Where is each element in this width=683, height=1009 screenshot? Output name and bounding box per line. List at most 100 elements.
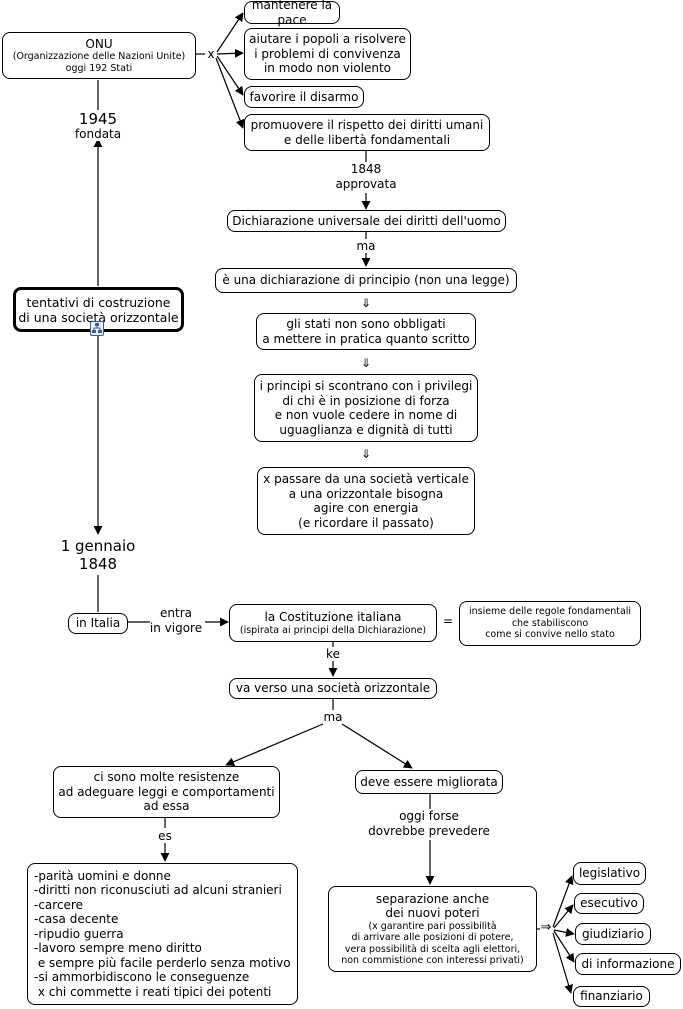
label-x: x bbox=[207, 47, 215, 61]
insieme-line-3: come si convive nello stato bbox=[485, 629, 615, 641]
esecutivo-text: esecutivo bbox=[580, 896, 638, 911]
node-elenco[interactable]: -parità uomini e donne -diritti non rico… bbox=[27, 863, 298, 1005]
label-gennaio-2: 1848 bbox=[78, 555, 118, 573]
privilegi-line-4: uguaglianza e dignità di tutti bbox=[279, 422, 453, 437]
label-approvata: approvata bbox=[335, 177, 397, 191]
node-separazione[interactable]: separazione anche dei nuovi poteri (x ga… bbox=[328, 886, 537, 972]
node-passare[interactable]: x passare da una società verticale a una… bbox=[257, 467, 475, 535]
privilegi-line-3: e non vuole cedere in nome di bbox=[274, 408, 458, 422]
node-va-verso[interactable]: va verso una società orizzontale bbox=[229, 678, 437, 699]
passare-line-1: x passare da una società verticale bbox=[263, 472, 469, 486]
aiutare-line-1: aiutare i popoli a risolvere bbox=[249, 32, 406, 47]
link-giudiziario bbox=[553, 927, 575, 937]
resistenze-line-1: ci sono molte resistenze bbox=[93, 770, 240, 785]
link-x-aiutare bbox=[216, 48, 244, 58]
resistenze-line-3: ad essa bbox=[143, 799, 190, 814]
privilegi-line-2: di chi è in posizione di forza bbox=[282, 393, 450, 408]
giudiziario-text: giudiziario bbox=[581, 926, 645, 941]
separazione-line-1: separazione anche bbox=[375, 891, 490, 906]
node-costituzione[interactable]: la Costituzione italiana (ispirata ai pr… bbox=[229, 604, 437, 642]
node-esecutivo[interactable]: esecutivo bbox=[574, 893, 644, 914]
label-arrow-2: ⇓ bbox=[360, 356, 372, 370]
aiutare-line-2: i problemi di convivenza bbox=[254, 46, 401, 61]
node-aiutare[interactable]: aiutare i popoli a risolvere i problemi … bbox=[244, 28, 411, 80]
elenco-line-9: x chi commette i reati tipici dei potent… bbox=[34, 984, 272, 999]
node-obbligati[interactable]: gli stati non sono obbligati a mettere i… bbox=[256, 313, 476, 350]
link-esecutivo bbox=[553, 904, 574, 929]
node-dichiarazione[interactable]: Dichiarazione universale dei diritti del… bbox=[227, 210, 506, 232]
onu-title: ONU bbox=[85, 36, 113, 51]
privilegi-line-1: i principi si scontrano con i privilegi bbox=[259, 379, 473, 393]
label-1945: 1945 bbox=[78, 110, 118, 128]
separazione-line-2: dei nuovi poteri bbox=[385, 906, 480, 920]
aiutare-line-3: in modo non violento bbox=[263, 61, 392, 76]
label-arrow-1: ⇓ bbox=[360, 296, 372, 310]
costituzione-title: la Costituzione italiana bbox=[264, 610, 402, 624]
node-informazione[interactable]: di informazione bbox=[575, 953, 681, 975]
node-finanziario[interactable]: finanziario bbox=[573, 986, 650, 1007]
passare-line-4: (e ricordare il passato) bbox=[298, 515, 434, 530]
disarmo-text: favorire il disarmo bbox=[249, 89, 359, 104]
insieme-line-2: che stabiliscono bbox=[511, 617, 589, 629]
link-ma-resistenze bbox=[225, 723, 324, 766]
node-disarmo[interactable]: favorire il disarmo bbox=[244, 86, 364, 108]
node-legislativo[interactable]: legislativo bbox=[573, 862, 646, 885]
elenco-line-7: e sempre più facile perderlo senza motiv… bbox=[34, 955, 291, 970]
diritti-line-2: e delle libertà fondamentali bbox=[283, 132, 451, 147]
separazione-sub-1: (x garantire pari possibilità bbox=[368, 920, 497, 932]
elenco-line-3: -carcere bbox=[34, 897, 83, 912]
tentativi-line-2: di una società orizzontale bbox=[18, 309, 179, 325]
node-diritti[interactable]: promuovere il rispetto dei diritti umani… bbox=[244, 114, 490, 151]
informazione-text: di informazione bbox=[581, 956, 675, 971]
mantenere-text: mantenere la pace bbox=[251, 0, 333, 27]
separazione-sub-4: non commistione con interessi privati) bbox=[341, 955, 524, 966]
link-x-diritti bbox=[215, 57, 245, 129]
label-oggi-forse: oggi forse bbox=[399, 809, 459, 823]
label-es: es bbox=[158, 829, 172, 843]
label-entra: entra bbox=[160, 606, 192, 620]
insieme-line-1: insieme delle regole fondamentali bbox=[468, 606, 632, 618]
label-implica: ⇒ bbox=[540, 920, 552, 935]
elenco-line-2: -diritti non riconusciuti ad alcuni stra… bbox=[34, 883, 282, 898]
va-verso-text: va verso una società orizzontale bbox=[235, 681, 431, 696]
onu-line-2: oggi 192 Stati bbox=[65, 62, 133, 74]
label-uguale: = bbox=[442, 614, 454, 628]
italia-text: in Italia bbox=[75, 616, 121, 631]
node-insieme[interactable]: insieme delle regole fondamentali che st… bbox=[459, 601, 641, 646]
node-mantenere[interactable]: mantenere la pace bbox=[244, 0, 340, 27]
concept-map-icon[interactable] bbox=[90, 321, 104, 336]
link-legislativo bbox=[552, 875, 574, 928]
label-ma-2: ma bbox=[323, 710, 343, 724]
node-giudiziario[interactable]: giudiziario bbox=[575, 923, 651, 945]
obbligati-line-2: a mettere in pratica quanto scritto bbox=[262, 331, 470, 346]
dichiarazione-text: Dichiarazione universale dei diritti del… bbox=[232, 213, 501, 228]
node-principio[interactable]: è una dichiarazione di principio (non un… bbox=[215, 268, 517, 293]
elenco-line-5: -ripudio guerra bbox=[34, 926, 124, 941]
link-finanziario bbox=[552, 932, 573, 994]
separazione-sub-2: di arrivare alle posizioni di potere, bbox=[351, 932, 514, 943]
label-1848: 1848 bbox=[350, 162, 382, 176]
label-arrow-3: ⇓ bbox=[360, 447, 372, 461]
principio-text: è una dichiarazione di principio (non un… bbox=[222, 273, 510, 288]
node-migliorata[interactable]: deve essere migliorata bbox=[355, 770, 503, 794]
migliorata-text: deve essere migliorata bbox=[360, 774, 498, 789]
separazione-sub-3: vera possibilità di scelta agli elettori… bbox=[344, 943, 521, 955]
node-privilegi[interactable]: i principi si scontrano con i privilegi … bbox=[254, 374, 478, 442]
link-ma-migliorata bbox=[341, 723, 413, 769]
node-italia[interactable]: in Italia bbox=[68, 613, 128, 634]
node-onu[interactable]: ONU (Organizzazione delle Nazioni Unite)… bbox=[2, 32, 196, 79]
link-informazione bbox=[553, 930, 575, 963]
label-dovrebbe: dovrebbe prevedere bbox=[368, 824, 490, 838]
costituzione-sub: (ispirata ai principi della Dichiarazion… bbox=[239, 624, 427, 636]
elenco-line-8: -si ammorbidiscono le conseguenze bbox=[34, 970, 250, 985]
diritti-line-1: promuovere il rispetto dei diritti umani bbox=[250, 118, 484, 132]
node-resistenze[interactable]: ci sono molte resistenze ad adeguare leg… bbox=[53, 766, 280, 818]
tentativi-line-1: tentativi di costruzione bbox=[26, 294, 171, 310]
label-fondata: fondata bbox=[74, 127, 122, 141]
resistenze-line-2: ad adeguare leggi e comportamenti bbox=[58, 784, 275, 799]
label-in-vigore: in vigore bbox=[149, 621, 203, 635]
obbligati-line-1: gli stati non sono obbligati bbox=[286, 317, 446, 331]
elenco-line-4: -casa decente bbox=[34, 912, 119, 927]
label-gennaio-1: 1 gennaio bbox=[60, 537, 136, 555]
